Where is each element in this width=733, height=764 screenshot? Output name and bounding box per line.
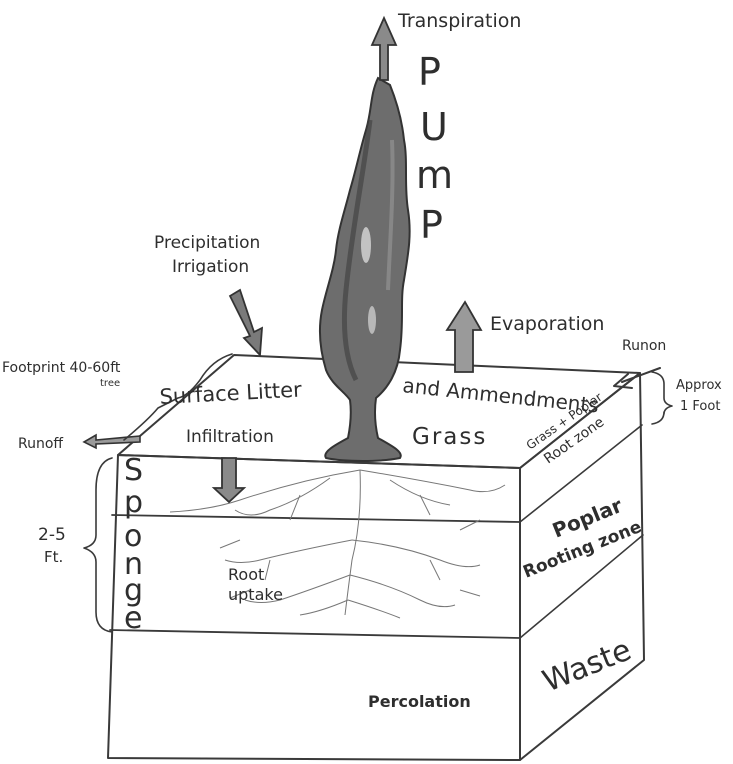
label-uptake: uptake [228, 585, 283, 604]
label-waste: Waste [538, 633, 636, 700]
label-grass: Grass [412, 424, 487, 450]
down-arrow-icon [230, 290, 262, 355]
sponge-letter-2: p [124, 485, 143, 520]
label-runoff: Runoff [18, 436, 63, 452]
pump-letter-3: m [416, 153, 453, 197]
label-approx: Approx [676, 378, 722, 393]
up-arrow-icon [447, 302, 481, 372]
label-transpiration: Transpiration [397, 10, 521, 32]
layer-line-1 [112, 515, 520, 522]
label-runon: Runon [622, 338, 666, 354]
label-evaporation: Evaporation [490, 313, 604, 335]
label-surface-litter: Surface Litter [159, 378, 303, 409]
label-tree: tree [100, 378, 120, 389]
sponge-letter-1: S [124, 453, 143, 488]
left-arrow-icon [84, 435, 140, 448]
label-one-foot: 1 Foot [680, 399, 720, 414]
left-arrow-icon [614, 368, 660, 388]
block-front-face [108, 455, 520, 760]
poplar-tree-icon [320, 78, 410, 461]
label-ft: Ft. [44, 548, 63, 566]
label-precipitation: Precipitation [154, 233, 260, 253]
label-depth: 2-5 [38, 525, 66, 545]
up-arrow-icon [372, 18, 396, 80]
label-percolation: Percolation [368, 692, 471, 711]
label-infiltration: Infiltration [186, 427, 274, 447]
label-root: Root [228, 565, 264, 584]
pump-letter-2: U [420, 105, 448, 149]
down-arrow-icon [214, 458, 244, 502]
sponge-letter-6: e [124, 601, 142, 636]
layer-line-2 [110, 630, 520, 638]
pump-letter-4: P [420, 203, 443, 247]
label-footprint: Footprint 40-60ft [2, 360, 121, 376]
pump-letter-1: P [418, 50, 441, 94]
label-irrigation: Irrigation [172, 257, 249, 277]
